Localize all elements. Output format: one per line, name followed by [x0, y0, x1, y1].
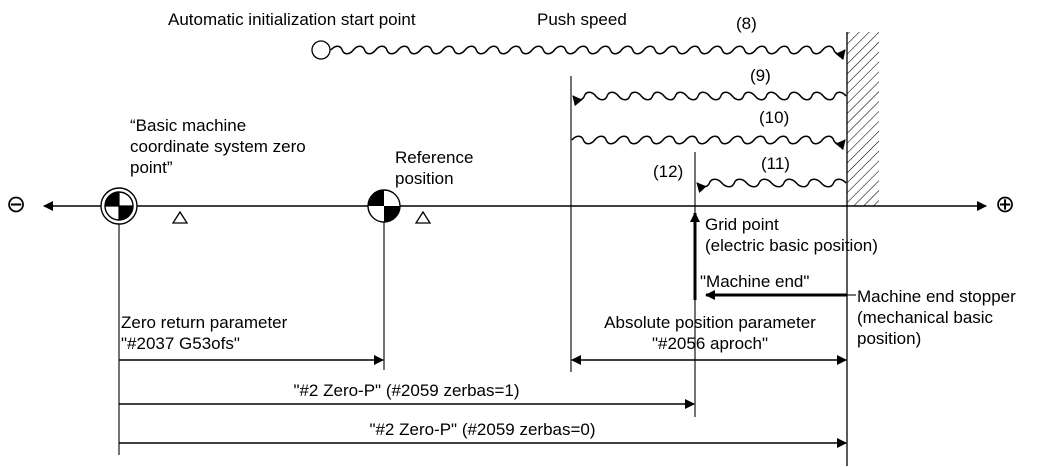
- zero-p-1-label: "#2 Zero-P" (#2059 zerbas=1): [293, 381, 520, 400]
- wavy-path-9: [572, 91, 847, 107]
- reference-position-symbol: [367, 189, 401, 223]
- path-11-label: (11): [761, 154, 790, 173]
- plus-direction-icon: ⊕: [995, 191, 1016, 218]
- path-12-label: (12): [653, 162, 684, 181]
- path-10-label: (10): [759, 108, 790, 127]
- basic-zero-symbol: [100, 187, 138, 225]
- path-9-label: (9): [750, 66, 771, 85]
- machine-end-stopper-label: Machine end stopper (mechanical basic po…: [857, 287, 1016, 348]
- auto-init-start-label: Automatic initialization start point: [168, 10, 416, 29]
- start-point-circle: [311, 40, 331, 60]
- machine-end-stopper-hatch: [847, 32, 879, 206]
- minus-direction-icon: ⊖: [6, 191, 27, 218]
- path-8-label: (8): [736, 14, 757, 33]
- abs-pos-param-label: Absolute position parameter "#2056 aproc…: [604, 313, 816, 353]
- grid-point-label: Grid point (electric basic position): [705, 215, 878, 255]
- wavy-path-10: [571, 135, 846, 151]
- push-speed-label: Push speed: [537, 10, 627, 29]
- zero-p-0-label: "#2 Zero-P" (#2059 zerbas=0): [369, 420, 596, 439]
- wavy-path-11: [696, 178, 847, 194]
- triangle-marker-2: [414, 210, 432, 224]
- wavy-path-8: [330, 45, 846, 61]
- zero-return-param-label: Zero return parameter "#2037 G53ofs": [121, 313, 288, 353]
- reference-position-label: Reference position: [395, 148, 474, 188]
- basic-zero-label: “Basic machine coordinate system zero po…: [130, 116, 306, 177]
- triangle-marker-1: [171, 210, 189, 224]
- machine-end-label: "Machine end": [700, 272, 810, 291]
